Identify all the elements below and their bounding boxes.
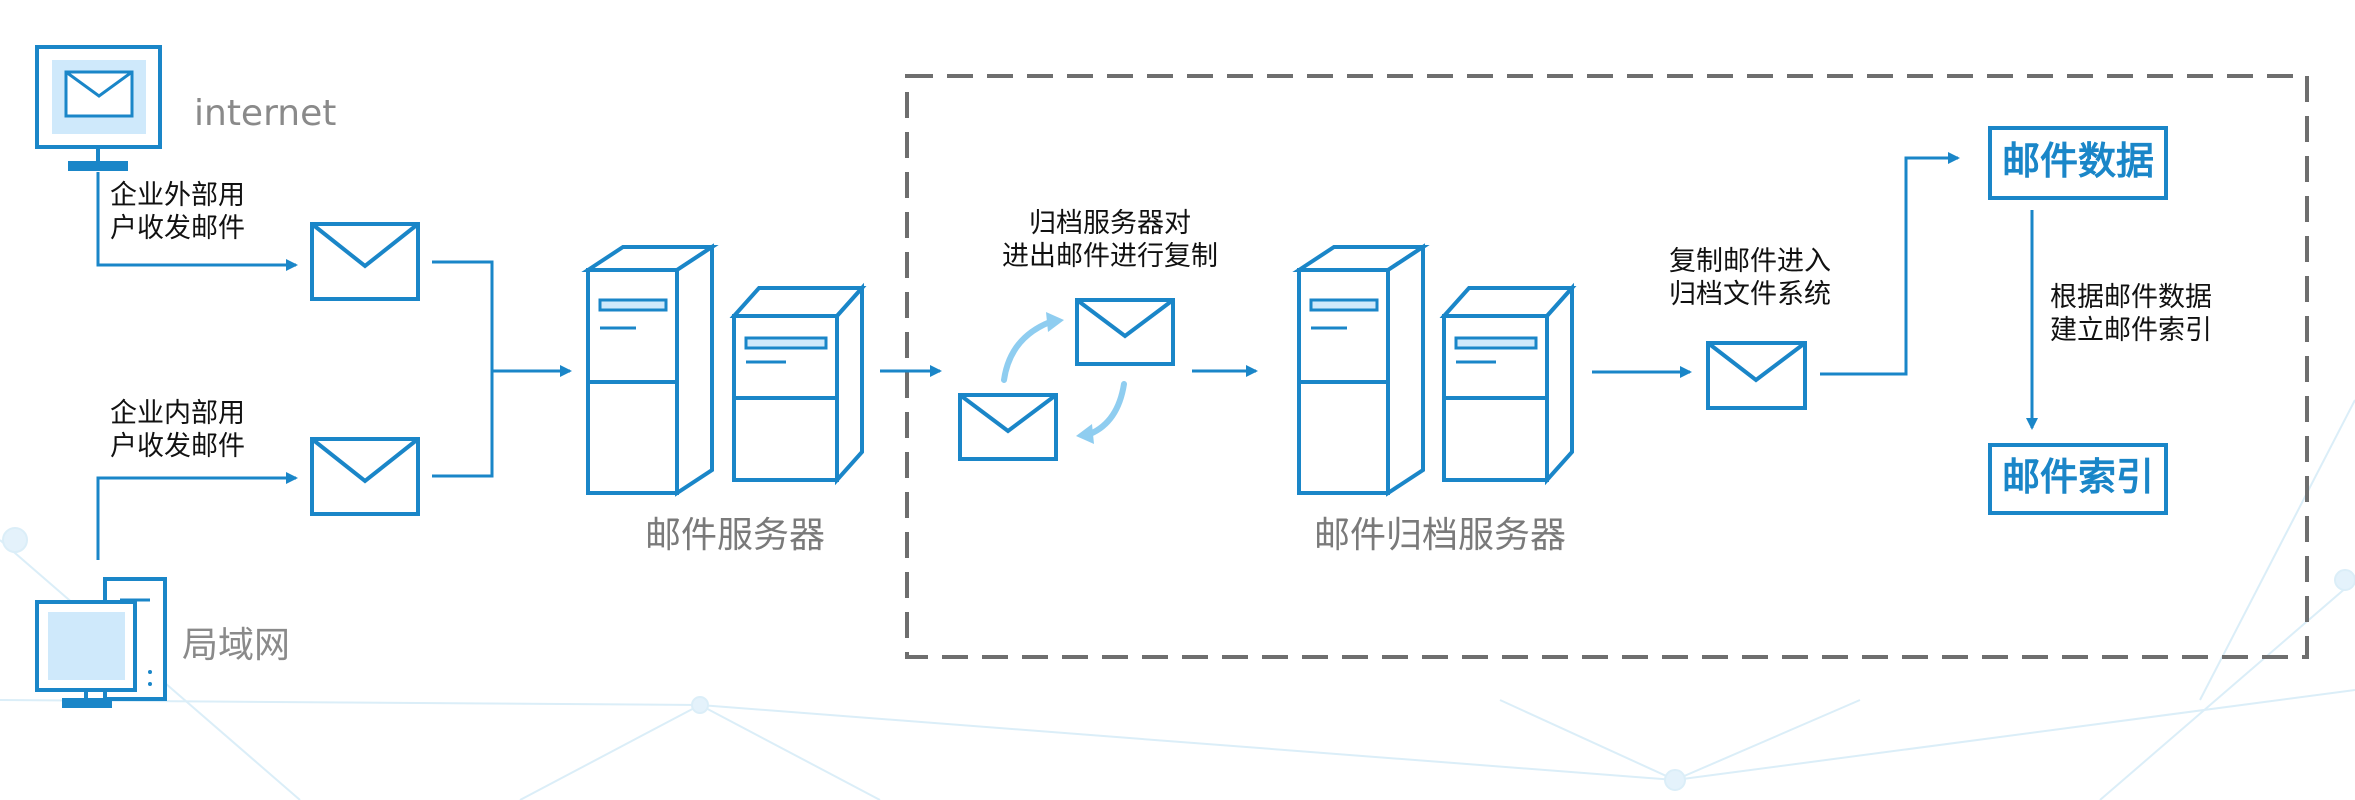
internet-monitor-icon	[35, 45, 162, 171]
lan-label: 局域网	[182, 625, 291, 666]
lan-desktop-icon	[35, 577, 167, 708]
index-build-note: 根据邮件数据 建立邮件索引	[2050, 282, 2212, 346]
copy-to-fs-label: 复制邮件进入 归档文件系统	[1669, 246, 1831, 310]
internet-to-envelope-line	[96, 172, 298, 271]
copy-envelope-top-icon	[1075, 298, 1175, 366]
archive-server-icon	[1292, 243, 1577, 497]
mail-index-box	[1988, 443, 2168, 515]
copy-cycle-arrows-icon	[1001, 312, 1127, 444]
mail-index-label: 邮件索引	[2001, 455, 2154, 499]
archive-zone-border	[905, 74, 2309, 659]
archive-server-caption: 邮件归档服务器	[1313, 515, 1566, 556]
copy-envelope-bottom-icon	[958, 393, 1058, 461]
archive-copy-label: 归档服务器对 进出邮件进行复制	[1002, 208, 1218, 272]
internet-label: internet	[194, 93, 337, 134]
mail-data-box	[1988, 126, 2168, 200]
mail-server-icon	[581, 243, 867, 497]
filesystem-envelope-icon	[1706, 341, 1807, 410]
merge-to-mail-server-lines	[432, 260, 572, 478]
internal-mail-envelope-icon	[310, 437, 420, 516]
mail-server-caption: 邮件服务器	[644, 515, 825, 556]
external-users-label: 企业外部用 户收发邮件	[110, 180, 245, 244]
background-network	[0, 399, 2355, 800]
mail-data-label: 邮件数据	[2001, 139, 2154, 183]
fs-to-data-arrow	[1820, 152, 1960, 376]
external-mail-envelope-icon	[310, 222, 420, 301]
lan-to-envelope-line	[96, 472, 298, 560]
internal-users-label: 企业内部用 户收发邮件	[110, 398, 245, 462]
